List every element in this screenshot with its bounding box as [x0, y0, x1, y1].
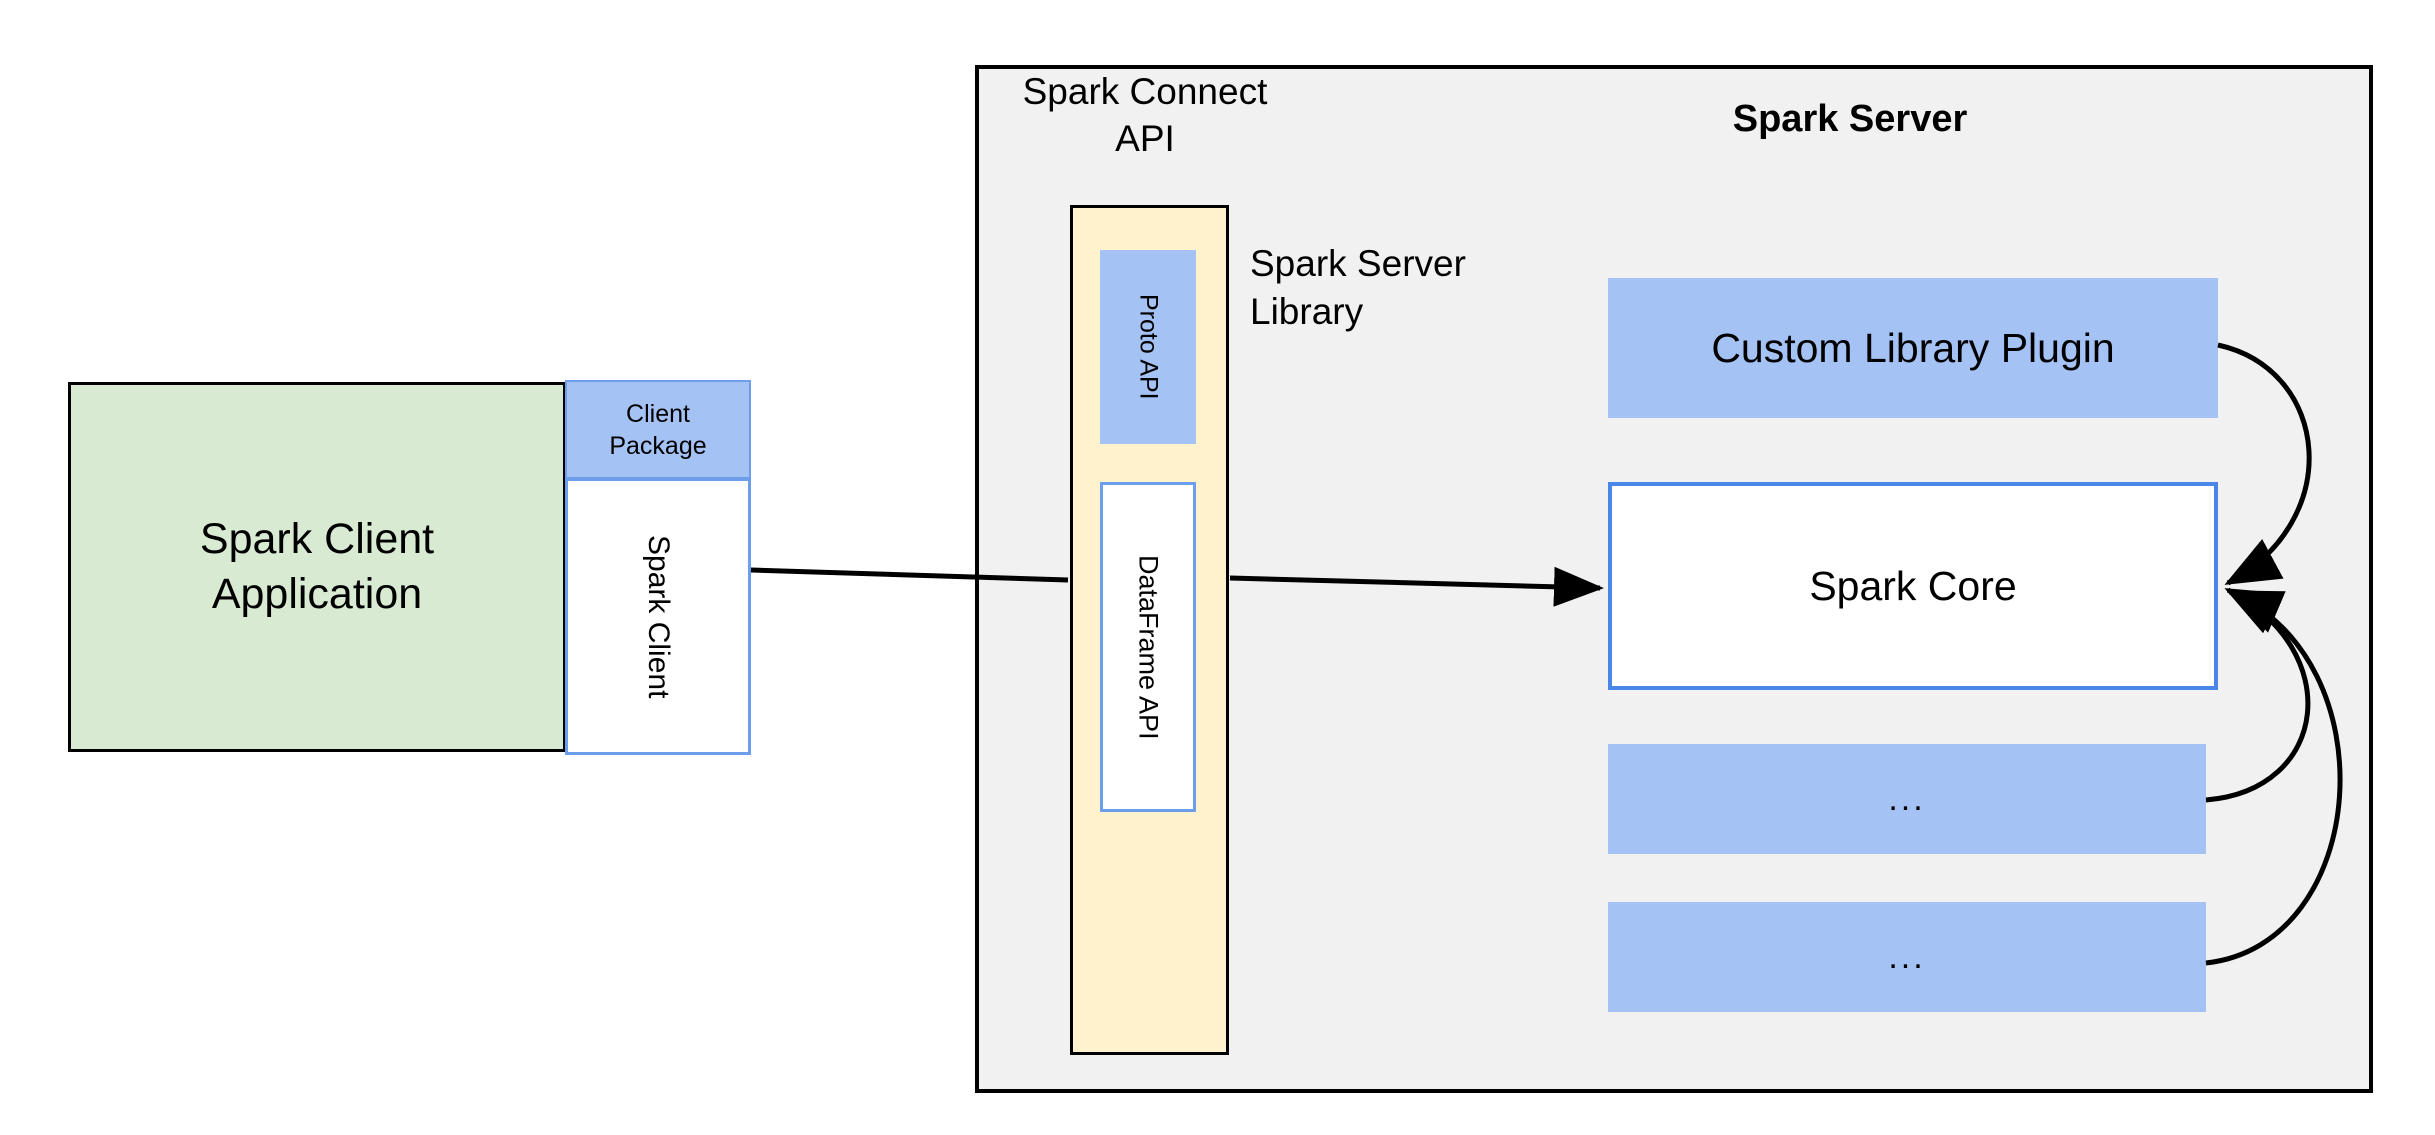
dataframe-api-label: DataFrame API — [1133, 554, 1164, 740]
dataframe-api-box[interactable]: DataFrame API — [1100, 482, 1196, 812]
spark-connect-api-label: Spark Connect API — [1000, 68, 1290, 159]
custom-library-plugin-label: Custom Library Plugin — [1711, 324, 2115, 371]
server-library-label-line2: Library — [1250, 291, 1364, 333]
spark-server-library-label: Spark Server Library — [1250, 240, 1550, 332]
placeholder-one-label: ... — [1888, 779, 1926, 818]
proto-api-box[interactable]: Proto API — [1100, 250, 1196, 444]
placeholder-box-one[interactable]: ... — [1608, 744, 2206, 854]
client-package-label-line1: Client — [626, 399, 690, 428]
client-package-box[interactable]: Client Package — [565, 380, 751, 479]
client-package-label-line2: Package — [609, 431, 707, 460]
custom-library-plugin-box[interactable]: Custom Library Plugin — [1608, 278, 2218, 418]
connect-api-label-line2: API — [1115, 118, 1175, 160]
spark-server-title: Spark Server — [1732, 97, 1968, 140]
placeholder-two-label: ... — [1888, 937, 1926, 976]
spark-client-label: Spark Client — [642, 534, 675, 699]
client-application-label-line2: Application — [211, 570, 423, 618]
spark-core-box[interactable]: Spark Core — [1608, 482, 2218, 690]
connect-api-label-line1: Spark Connect — [1022, 71, 1268, 112]
spark-core-label: Spark Core — [1809, 562, 2017, 609]
placeholder-box-two[interactable]: ... — [1608, 902, 2206, 1012]
proto-api-label: Proto API — [1134, 294, 1163, 400]
spark-client-application-box[interactable]: Spark Client Application — [68, 382, 566, 752]
spark-client-box[interactable]: Spark Client — [565, 478, 751, 755]
client-application-label-line1: Spark Client — [199, 514, 435, 563]
server-library-label-line1: Spark Server — [1250, 243, 1466, 284]
